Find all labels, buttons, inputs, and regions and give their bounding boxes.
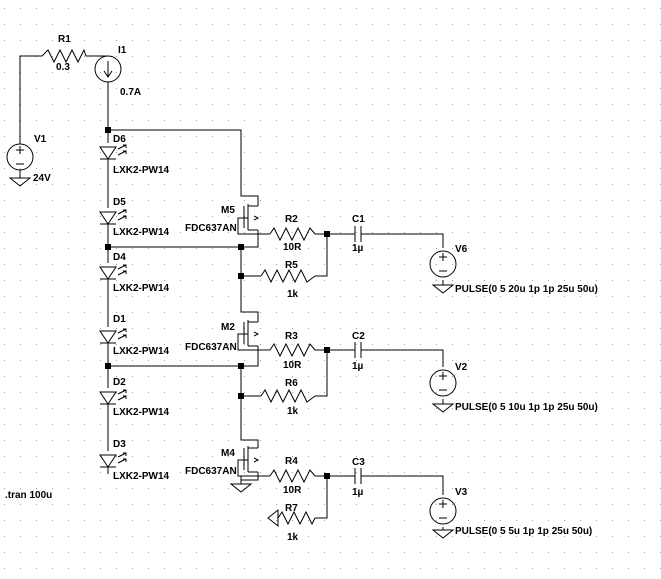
r7-name: R7 <box>285 503 298 514</box>
m5-model: FDC637AN <box>185 223 237 234</box>
r7-value: 1k <box>287 532 299 543</box>
junctions <box>105 127 330 479</box>
led-d2[interactable]: D2 LXK2-PW14 <box>99 377 170 418</box>
m2-model: FDC637AN <box>185 342 237 353</box>
d1-name: D1 <box>113 314 126 325</box>
mosfet-m4[interactable]: M4 FDC637AN <box>185 446 260 477</box>
led-d3[interactable]: D3 LXK2-PW14 <box>99 439 170 482</box>
i1-value: 0.7A <box>120 87 141 98</box>
r4-name: R4 <box>285 456 298 467</box>
d4-model: LXK2-PW14 <box>113 283 170 294</box>
m5-name: M5 <box>221 205 235 216</box>
d3-name: D3 <box>113 439 126 450</box>
led-d5[interactable]: D5 LXK2-PW14 <box>99 197 170 238</box>
ground-m4 <box>229 483 253 493</box>
d6-name: D6 <box>113 134 126 145</box>
v6-name: V6 <box>455 244 468 255</box>
r5-name: R5 <box>285 260 298 271</box>
voltage-source-v1[interactable]: V1 24V <box>6 134 51 187</box>
m4-model: FDC637AN <box>185 466 237 477</box>
v1-name: V1 <box>34 134 47 145</box>
d4-name: D4 <box>113 252 126 263</box>
v3-name: V3 <box>455 487 468 498</box>
d6-model: LXK2-PW14 <box>113 165 170 176</box>
resistor-r4[interactable]: R4 10R <box>269 456 316 496</box>
i1-name: I1 <box>118 45 127 56</box>
r2-value: 10R <box>283 242 302 253</box>
d5-name: D5 <box>113 197 126 208</box>
d1-model: LXK2-PW14 <box>113 346 170 357</box>
pulse-source-v6[interactable]: V6 PULSE(0 5 20u 1p 1p 25u 50u) <box>429 244 598 295</box>
resistor-r3[interactable]: R3 10R <box>269 331 316 371</box>
m2-name: M2 <box>221 322 235 333</box>
resistor-r7[interactable]: R7 1k <box>267 503 316 543</box>
d2-name: D2 <box>113 377 126 388</box>
mosfet-m5[interactable]: M5 FDC637AN <box>185 204 260 235</box>
r1-value: 0.3 <box>56 62 70 73</box>
pulse-source-v2[interactable]: V2 PULSE(0 5 10u 1p 1p 25u 50u) <box>429 362 598 413</box>
d5-model: LXK2-PW14 <box>113 227 170 238</box>
resistor-r6[interactable]: R6 1k <box>260 378 316 417</box>
spice-directive[interactable]: .tran 100u <box>5 490 52 501</box>
m4-name: M4 <box>221 448 235 459</box>
c3-value: 1µ <box>352 487 364 498</box>
c3-name: C3 <box>352 457 365 468</box>
r3-name: R3 <box>285 331 298 342</box>
r5-value: 1k <box>287 289 299 300</box>
resistor-r1[interactable]: R1 0.3 <box>41 34 87 73</box>
capacitor-c3[interactable]: C3 1µ <box>349 457 367 498</box>
v6-value: PULSE(0 5 20u 1p 1p 25u 50u) <box>455 284 598 295</box>
capacitor-c1[interactable]: C1 1µ <box>349 214 367 254</box>
led-d6[interactable]: D6 LXK2-PW14 <box>99 134 170 176</box>
r4-value: 10R <box>283 485 302 496</box>
led-d1[interactable]: D1 LXK2-PW14 <box>99 314 170 357</box>
v2-name: V2 <box>455 362 468 373</box>
wires <box>19 55 444 530</box>
capacitor-c2[interactable]: C2 1µ <box>349 331 367 372</box>
resistor-r2[interactable]: R2 10R <box>269 214 316 253</box>
r6-name: R6 <box>285 378 298 389</box>
v3-value: PULSE(0 5 5u 1p 1p 25u 50u) <box>455 526 592 537</box>
c1-value: 1µ <box>352 243 364 254</box>
d3-model: LXK2-PW14 <box>113 471 170 482</box>
v2-value: PULSE(0 5 10u 1p 1p 25u 50u) <box>455 402 598 413</box>
resistor-r5[interactable]: R5 1k <box>260 260 316 300</box>
c1-name: C1 <box>352 214 365 225</box>
v1-value: 24V <box>33 173 51 184</box>
current-source-i1[interactable]: I1 0.7A <box>94 45 141 98</box>
c2-value: 1µ <box>352 361 364 372</box>
r1-name: R1 <box>58 34 71 45</box>
d2-model: LXK2-PW14 <box>113 407 170 418</box>
r6-value: 1k <box>287 406 299 417</box>
r3-value: 10R <box>283 360 302 371</box>
led-d4[interactable]: D4 LXK2-PW14 <box>99 252 170 294</box>
r2-name: R2 <box>285 214 298 225</box>
c2-name: C2 <box>352 331 365 342</box>
mosfet-m2[interactable]: M2 FDC637AN <box>185 320 260 353</box>
pulse-source-v3[interactable]: V3 PULSE(0 5 5u 1p 1p 25u 50u) <box>429 487 592 539</box>
